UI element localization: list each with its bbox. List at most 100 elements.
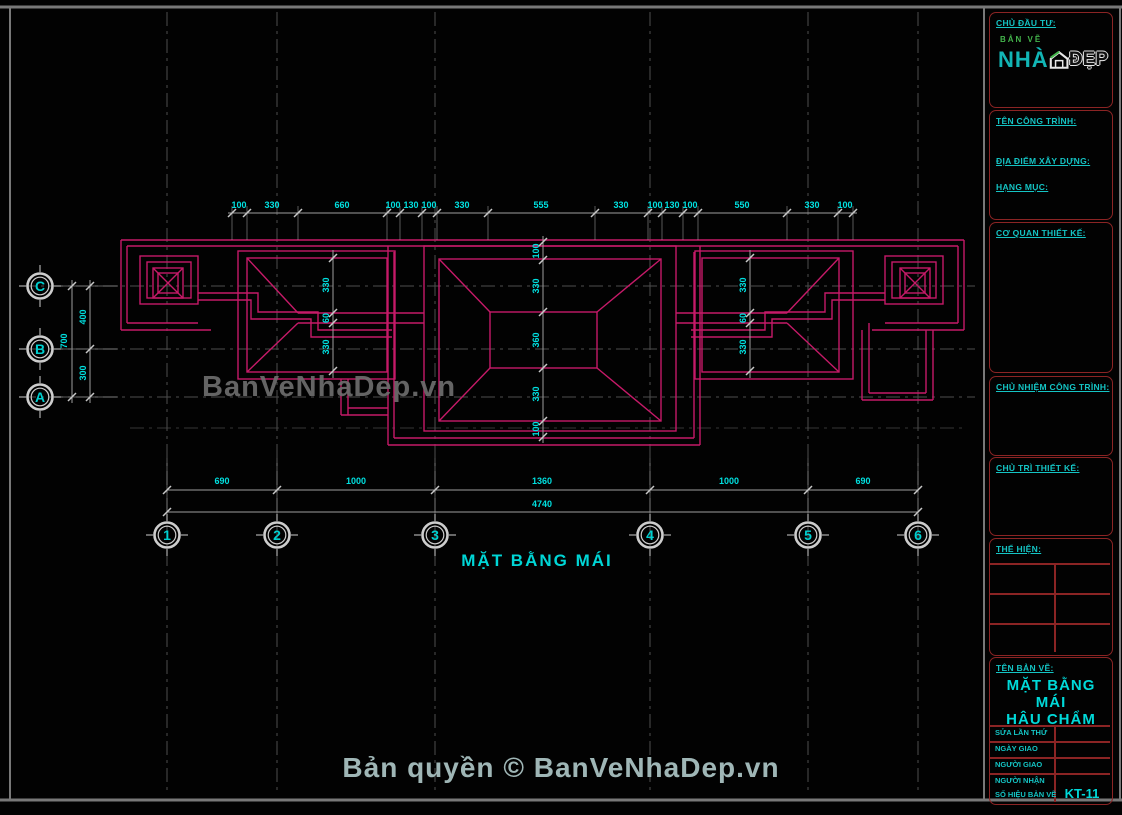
- project-manager-box: CHỦ NHIỆM CÔNG TRÌNH:: [989, 376, 1113, 456]
- dim-label: 330: [454, 200, 469, 210]
- grid-bubble-A: A: [19, 376, 61, 418]
- dim-label: 4740: [532, 499, 552, 509]
- sidebar-right-border: [1119, 7, 1121, 800]
- dim-label: 330: [613, 200, 628, 210]
- grid-axes: [22, 12, 975, 795]
- right-wing-hips: [676, 257, 840, 373]
- center-frame: [387, 246, 701, 446]
- dim-label: 100: [385, 200, 400, 210]
- design-firm-box: CƠ QUAN THIẾT KẾ:: [989, 222, 1113, 373]
- revision-row-label: NGÀY GIAO: [995, 744, 1038, 753]
- house-icon: [1049, 50, 1069, 69]
- revision-row-label: SỬA LẦN THỨ: [995, 728, 1048, 737]
- logo-suffix-text: ĐẸP: [1068, 49, 1108, 70]
- banvenhadep-logo: BẢN VẼ NHÀ ĐẸP: [998, 35, 1108, 76]
- dim-label: 130: [664, 200, 679, 210]
- left-corner-block: [120, 240, 211, 331]
- dim-label: 330: [804, 200, 819, 210]
- left-wing-hips: [246, 257, 424, 373]
- dim-label: 330: [531, 386, 541, 401]
- grid-bubble-4: 4: [629, 514, 671, 556]
- logo-top-text: BẢN VẼ: [1000, 35, 1043, 44]
- center-roof-hips: [438, 258, 662, 422]
- grid-bubbles: C B A 1 2: [19, 265, 939, 556]
- grid-label: B: [35, 341, 45, 357]
- dim-label: 1000: [346, 476, 366, 486]
- dimension-lines: [58, 206, 919, 518]
- table-line: [990, 725, 1110, 727]
- dim-label: 300: [78, 365, 88, 380]
- dim-label: 100: [647, 200, 662, 210]
- right-greek-key: [691, 292, 885, 338]
- left-step-down: [340, 379, 388, 416]
- grid-bubble-3: 3: [414, 514, 456, 556]
- sidebar-left-border: [983, 7, 985, 800]
- grid-label: C: [35, 278, 45, 294]
- grid-bubble-B: B: [19, 328, 61, 370]
- dimension-ticks: [67, 208, 923, 517]
- grid-bubble-2: 2: [256, 514, 298, 556]
- table-line: [990, 773, 1110, 775]
- copyright-text: Bản quyền © BanVeNhaDep.vn: [342, 752, 780, 783]
- grid-label: 2: [273, 527, 281, 543]
- table-line: [990, 623, 1110, 625]
- grid-label: 1: [163, 527, 171, 543]
- left-wing-roof: [237, 250, 396, 380]
- drawing-title-label: TÊN BẢN VẼ:: [996, 663, 1054, 673]
- dim-label: 360: [531, 332, 541, 347]
- left-greek-key: [198, 292, 392, 338]
- grid-bubble-6: 6: [897, 514, 939, 556]
- plan-title: MẶT BẰNG MÁI: [461, 551, 613, 570]
- design-lead-label: CHỦ TRÌ THIẾT KẾ:: [996, 463, 1080, 473]
- table-line: [990, 563, 1110, 565]
- project-box: TÊN CÔNG TRÌNH: ĐỊA ĐIỂM XÂY DỰNG: HẠNG …: [989, 110, 1113, 220]
- category-label: HẠNG MỤC:: [996, 182, 1049, 192]
- grid-label: 4: [646, 527, 654, 543]
- grid-label: 5: [804, 527, 812, 543]
- investor-box: CHỦ ĐẦU TƯ: BẢN VẼ NHÀ ĐẸP: [989, 12, 1113, 108]
- center-roof-outer: [423, 245, 677, 432]
- dim-label: 330: [738, 339, 748, 354]
- grid-bubble-1: 1: [146, 514, 188, 556]
- presentation-box: THỂ HIỆN:: [989, 538, 1113, 656]
- dim-label: 330: [321, 339, 331, 354]
- dim-label: 60: [321, 313, 331, 323]
- table-line: [990, 593, 1110, 595]
- dim-label: 100: [531, 243, 541, 258]
- project-manager-label: CHỦ NHIỆM CÔNG TRÌNH:: [996, 382, 1110, 392]
- dim-label: 690: [855, 476, 870, 486]
- dim-label: 60: [738, 313, 748, 323]
- dim-label: 100: [682, 200, 697, 210]
- right-corner-block: [872, 240, 965, 331]
- revision-row-label: SỐ HIỆU BẢN VẼ: [995, 790, 1057, 799]
- location-label: ĐỊA ĐIỂM XÂY DỰNG:: [996, 156, 1091, 166]
- drawing-title-line2: HẬU CHẨM: [1006, 711, 1096, 728]
- presentation-label: THỂ HIỆN:: [996, 544, 1042, 554]
- table-line: [990, 757, 1110, 759]
- investor-label: CHỦ ĐẦU TƯ:: [996, 18, 1056, 28]
- dim-label: 330: [264, 200, 279, 210]
- dim-label: 330: [531, 278, 541, 293]
- revision-row-label: NGƯỜI NHẬN: [995, 776, 1045, 785]
- title-block-sidebar: CHỦ ĐẦU TƯ: BẢN VẼ NHÀ ĐẸP TÊN CÔNG TRÌN…: [983, 7, 1122, 805]
- grid-label: A: [35, 389, 45, 405]
- dim-label: 100: [531, 421, 541, 436]
- dim-label: 400: [78, 309, 88, 324]
- drawing-number: KT-11: [1064, 786, 1100, 801]
- project-name-label: TÊN CÔNG TRÌNH:: [996, 116, 1077, 126]
- table-line: [1054, 563, 1056, 652]
- right-wing-roof: [694, 250, 854, 380]
- dim-label: 100: [837, 200, 852, 210]
- grid-bubble-5: 5: [787, 514, 829, 556]
- dim-label: 550: [734, 200, 749, 210]
- grid-label: 6: [914, 527, 922, 543]
- revision-row-label: NGƯỜI GIAO: [995, 760, 1043, 769]
- table-line: [990, 741, 1110, 743]
- dim-label: 660: [334, 200, 349, 210]
- logo-name-text: NHÀ: [998, 47, 1049, 72]
- watermark: BanVeNhaDep.vn: [202, 371, 457, 403]
- dim-label: 330: [321, 277, 331, 292]
- design-lead-box: CHỦ TRÌ THIẾT KẾ:: [989, 457, 1113, 536]
- right-x-brace: [899, 267, 931, 299]
